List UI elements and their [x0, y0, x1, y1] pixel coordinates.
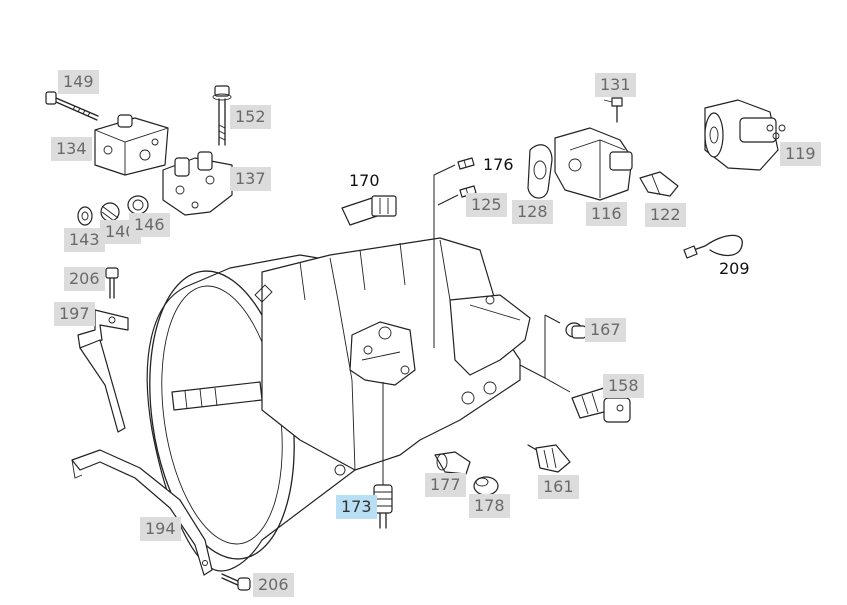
part-143-ring — [77, 206, 93, 226]
part-label-206-lower[interactable]: 206 — [253, 573, 294, 597]
part-label-178[interactable]: 178 — [469, 494, 510, 518]
part-128-gasket — [527, 144, 553, 199]
part-122-plug — [639, 171, 679, 197]
part-label-137[interactable]: 137 — [230, 167, 271, 191]
part-label-173[interactable]: 173 — [336, 495, 377, 519]
part-194-bracket — [71, 449, 213, 576]
part-119-pump — [704, 99, 786, 171]
part-177-fitting — [434, 451, 471, 475]
part-label-143[interactable]: 143 — [64, 228, 105, 252]
part-label-170[interactable]: 170 — [349, 171, 380, 190]
part-170-sensor — [341, 195, 397, 226]
part-label-206-upper[interactable]: 206 — [64, 267, 105, 291]
part-131-screw — [603, 97, 623, 123]
shift-module — [349, 321, 416, 386]
part-label-128[interactable]: 128 — [512, 200, 553, 224]
part-149-bolt — [45, 91, 99, 121]
part-140-spring — [100, 202, 120, 225]
part-label-177[interactable]: 177 — [425, 473, 466, 497]
part-116-pump — [554, 127, 633, 201]
part-label-152[interactable]: 152 — [230, 105, 271, 129]
part-158-sensor — [571, 387, 631, 423]
part-label-149[interactable]: 149 — [58, 70, 99, 94]
part-137-valve-block — [162, 151, 233, 216]
part-label-146[interactable]: 146 — [129, 213, 170, 237]
part-173-sensor — [373, 484, 393, 529]
part-178-cap — [473, 476, 499, 496]
part-label-161[interactable]: 161 — [538, 475, 579, 499]
part-161-sensor — [527, 444, 571, 473]
part-label-134[interactable]: 134 — [51, 137, 92, 161]
part-134-cover — [94, 114, 169, 176]
part-146-plug — [127, 195, 149, 215]
part-206-bolt-lower — [221, 573, 251, 591]
part-label-194[interactable]: 194 — [140, 517, 181, 541]
part-167-plug — [565, 322, 587, 339]
part-label-122[interactable]: 122 — [645, 203, 686, 227]
part-197-bracket — [77, 309, 129, 433]
part-label-140[interactable]: 140 — [100, 220, 141, 244]
part-label-209[interactable]: 209 — [719, 259, 750, 278]
part-label-116[interactable]: 116 — [586, 202, 627, 226]
part-176-pin — [457, 157, 475, 170]
part-label-119[interactable]: 119 — [780, 142, 821, 166]
part-label-125[interactable]: 125 — [466, 193, 507, 217]
part-label-167[interactable]: 167 — [585, 318, 626, 342]
part-206-bolt-upper — [105, 267, 119, 299]
part-label-131[interactable]: 131 — [595, 73, 636, 97]
part-label-197[interactable]: 197 — [54, 302, 95, 326]
part-label-176[interactable]: 176 — [483, 155, 514, 174]
part-209-strap — [683, 234, 743, 259]
part-label-158[interactable]: 158 — [603, 374, 644, 398]
part-152-bolt — [212, 85, 232, 146]
